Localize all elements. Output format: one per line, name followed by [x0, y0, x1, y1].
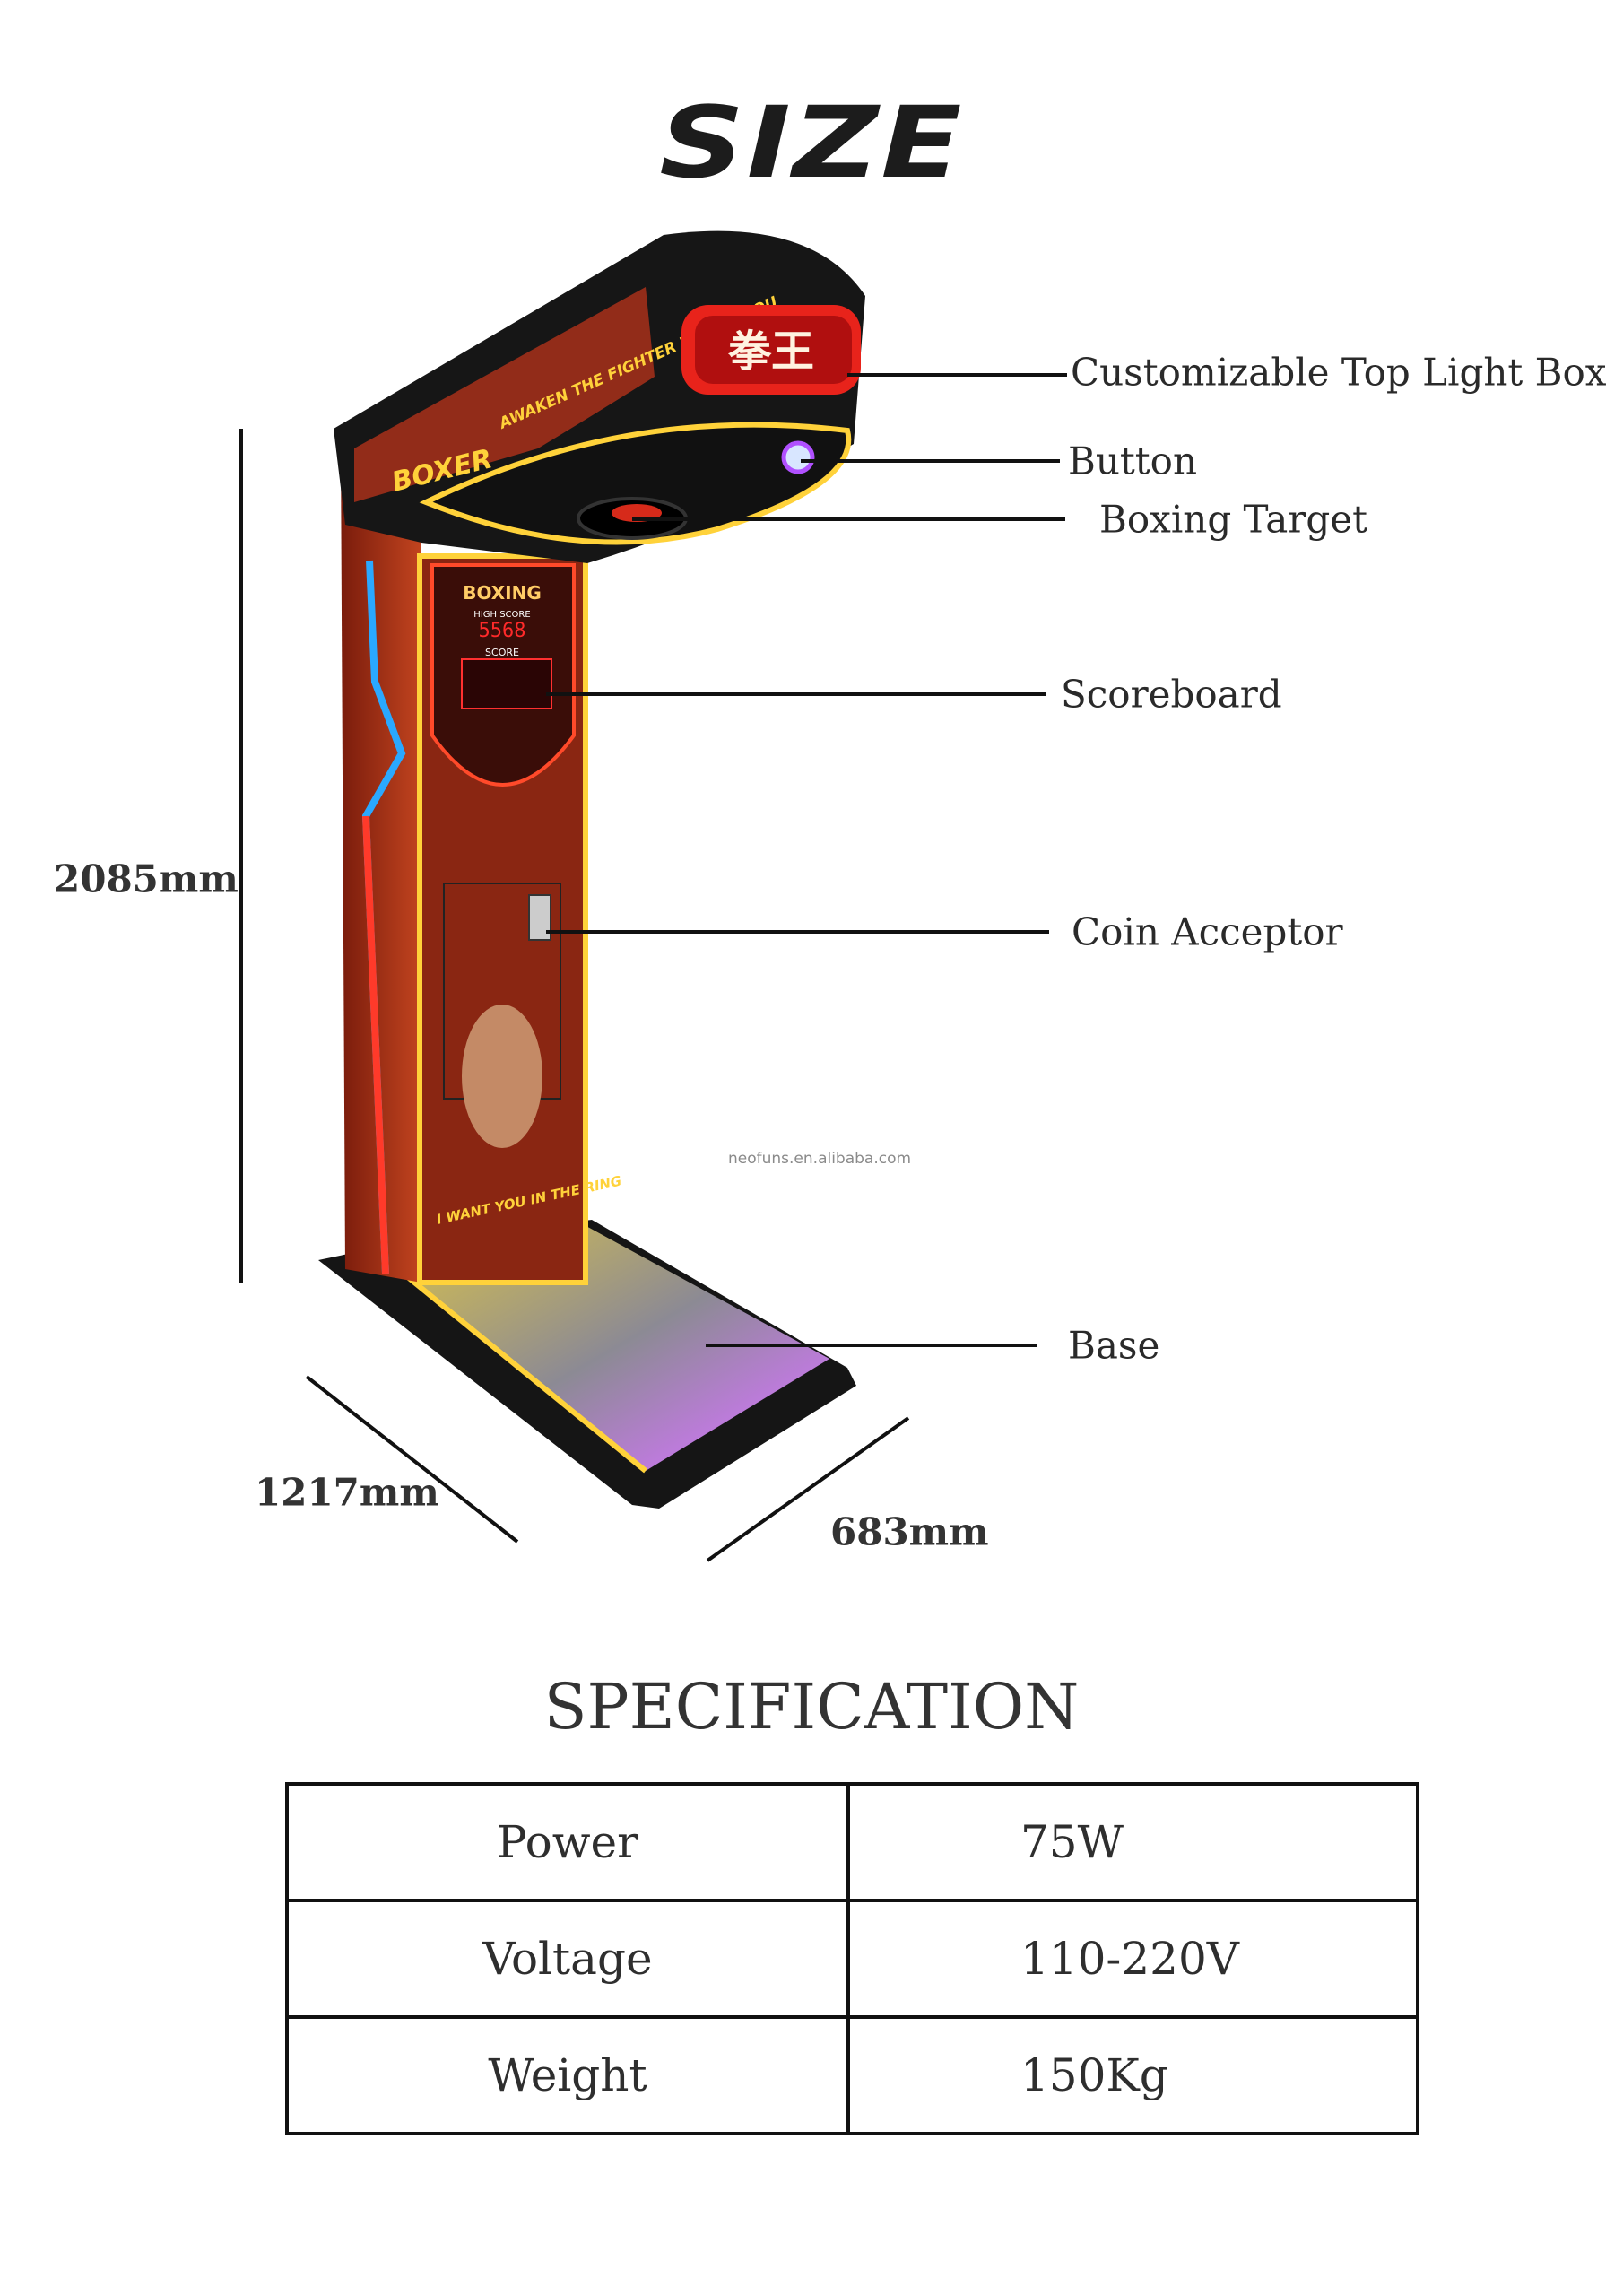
- spec-key: Voltage: [285, 1899, 850, 2019]
- table-row: Voltage 110-220V: [285, 1899, 1419, 2019]
- spec-value: 150Kg: [846, 2015, 1419, 2135]
- highscore-label: HIGH SCORE: [473, 610, 530, 620]
- specification-table: Power 75W Voltage 110-220V Weight 150Kg: [285, 1782, 1419, 2135]
- machine-diagram: BOXING HIGH SCORE 5568 SCORE I WANT YOU …: [239, 230, 1067, 1562]
- width-dimension: 683mm: [830, 1509, 989, 1554]
- base-plate: [404, 1224, 829, 1471]
- table-row: Weight 150Kg: [285, 2015, 1419, 2135]
- machine-column: [341, 422, 421, 1283]
- callout-top-light-box: Customizable Top Light Box: [1071, 350, 1607, 395]
- height-dimension: 2085mm: [54, 857, 239, 901]
- callout-coin-acceptor: Coin Acceptor: [1072, 909, 1343, 954]
- top-box-text: 拳王: [727, 326, 814, 377]
- score-label: SCORE: [485, 647, 519, 658]
- highscore-value: 5568: [479, 620, 526, 642]
- callout-button: Button: [1068, 439, 1198, 483]
- callout-base: Base: [1068, 1323, 1160, 1368]
- panel-title: BOXING: [463, 582, 542, 604]
- callout-scoreboard: Scoreboard: [1061, 672, 1282, 717]
- watermark: neofuns.en.alibaba.com: [728, 1150, 912, 1168]
- table-row: Power 75W: [285, 1782, 1419, 1902]
- spec-key: Power: [285, 1782, 850, 1902]
- spec-value: 110-220V: [846, 1899, 1419, 2019]
- depth-dimension: 1217mm: [255, 1470, 439, 1515]
- callout-boxing-target: Boxing Target: [1099, 497, 1368, 542]
- spec-value: 75W: [846, 1782, 1419, 1902]
- specification-title: SPECIFICATION: [543, 1670, 1080, 1744]
- spec-key: Weight: [285, 2015, 850, 2135]
- size-title: SIZE: [659, 85, 964, 200]
- button: [781, 440, 815, 474]
